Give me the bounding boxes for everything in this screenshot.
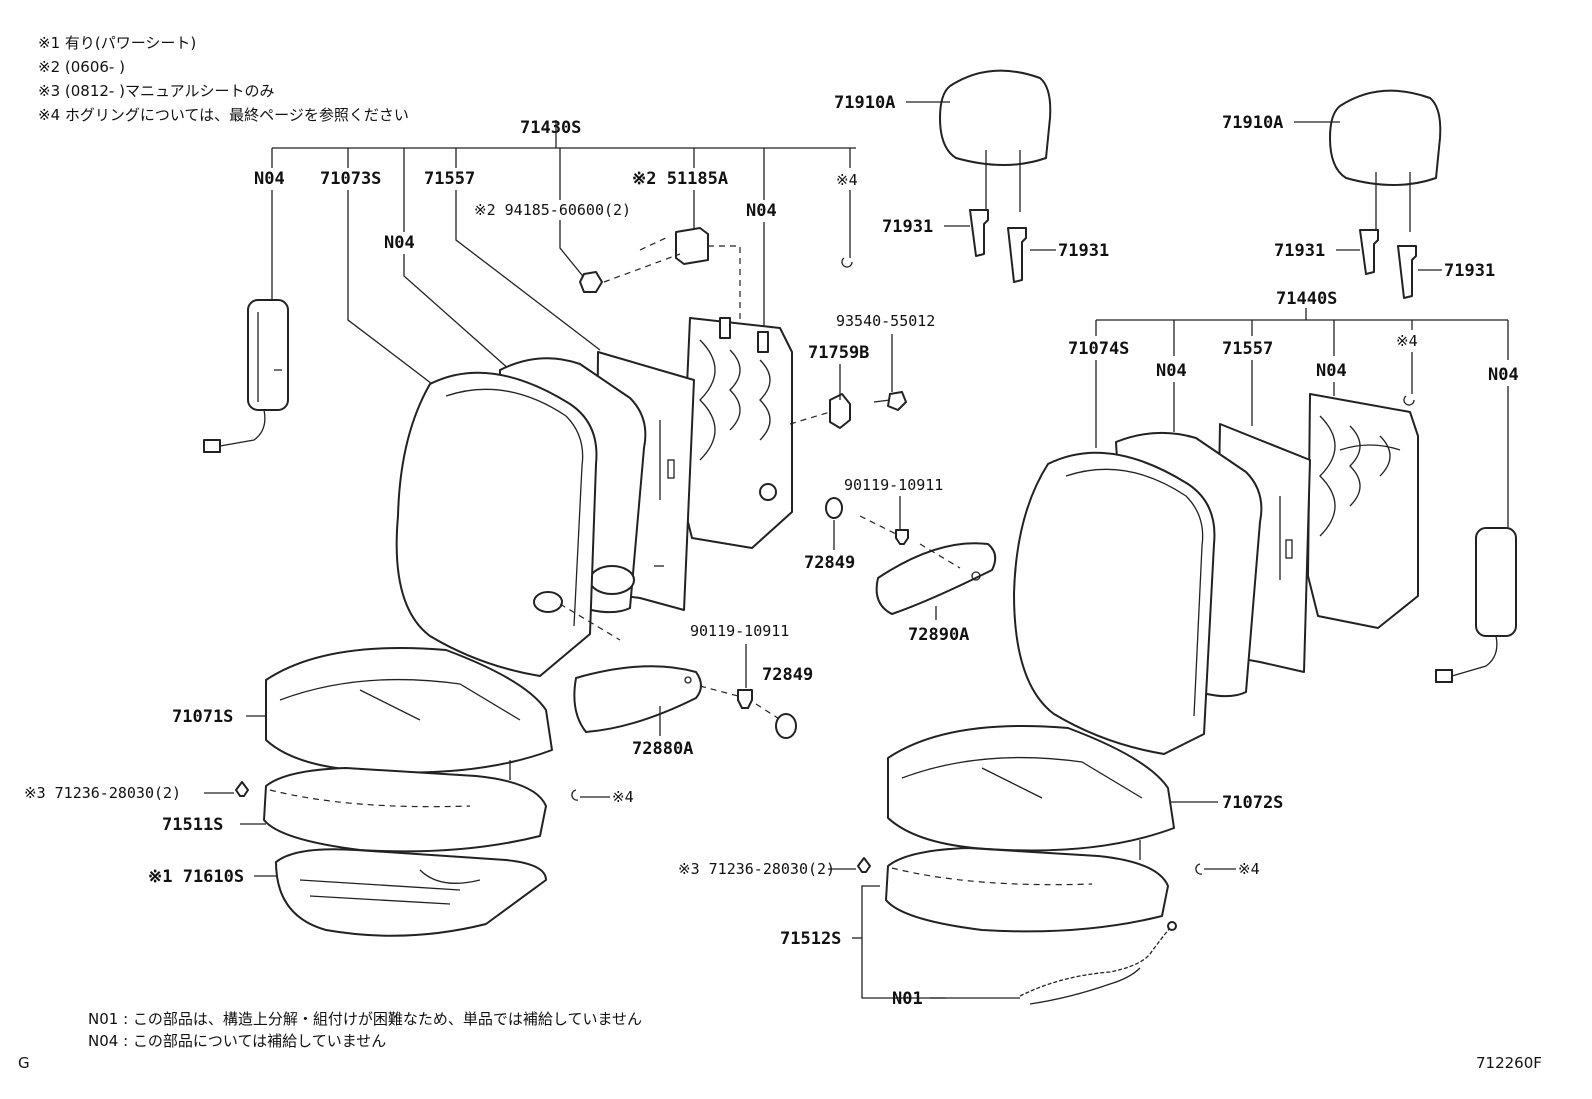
label-90119-10911-b: 90119-10911 [690,622,789,640]
clip-71236-right [857,857,871,873]
headrest-right [1329,89,1442,232]
label-ref4-a: ※4 [836,171,858,189]
label-n01: N01 [892,989,923,1009]
label-ref4-d: ※4 [1238,860,1260,878]
label-71511S: 71511S [162,815,223,835]
label-n04-b: N04 [384,233,415,253]
note-2: ※2 (0606- ) [38,58,125,76]
nut-94185 [579,271,603,293]
seatback-frame-right [1307,393,1419,629]
label-72880A: 72880A [632,739,693,759]
headrest-guide-left [969,209,1027,283]
label-71074S: 71074S [1068,339,1129,359]
label-71073S: 71073S [320,169,381,189]
cap-72849-a [825,497,843,519]
label-71512S: 71512S [780,929,841,949]
seat-track-71610S-left [275,848,547,937]
label-n04-f: N04 [1488,365,1519,385]
label-71610S: ※1 71610S [148,867,244,887]
label-71931-b: 71931 [1058,241,1109,261]
heater-wire-n01 [1019,921,1177,1005]
label-n04-e: N04 [1316,361,1347,381]
label-n04-a: N04 [254,169,285,189]
label-71236-28030-right: ※3 71236-28030(2) [678,860,835,878]
label-72890A: 72890A [908,625,969,645]
label-71430S: 71430S [520,118,581,138]
label-71557-left: 71557 [424,169,475,189]
label-71931-a: 71931 [882,217,933,237]
label-n04-d: N04 [1156,361,1187,381]
label-ref4-c: ※4 [1396,332,1418,350]
label-71440S: 71440S [1276,289,1337,309]
bolt-93540 [887,391,907,411]
screw-90119-b [737,689,753,709]
adjuster-71759B [829,393,851,429]
label-93540-55012: 93540-55012 [836,312,935,330]
footnote-n04: N04 : この部品については補給していません [88,1032,386,1050]
label-71931-d: 71931 [1444,261,1495,281]
label-71236-28030-left: ※3 71236-28030(2) [24,784,181,802]
label-n04-c: N04 [746,201,777,221]
label-72849-a: 72849 [804,553,855,573]
note-4: ※4 ホグリングについては、最終ページを参照ください [38,106,409,124]
label-ref4-b: ※4 [612,788,634,806]
label-71910A-right: 71910A [1222,113,1283,133]
seatback-frame-left [681,317,793,549]
clip-71236-left [235,781,249,797]
label-51185A: ※2 51185A [632,169,728,189]
label-71910A-left: 71910A [834,93,895,113]
seatback-cover-right [1013,451,1216,755]
label-72849-b: 72849 [762,665,813,685]
side-airbag-left [203,299,289,453]
seat-cushion-pad-left [263,767,547,853]
seat-cushion-cover-right [887,725,1175,860]
label-94185-60600: ※2 94185-60600(2) [474,201,631,219]
side-airbag-right [1435,527,1517,683]
note-3: ※3 (0812- )マニュアルシートのみ [38,82,275,100]
figure-id: 712260F [1476,1054,1542,1072]
seat-cushion-cover-left [265,647,553,780]
armrest-72890A [875,542,997,615]
cap-72849-b [775,713,797,739]
label-71931-c: 71931 [1274,241,1325,261]
screw-90119-a [895,529,909,545]
label-90119-10911-a: 90119-10911 [844,476,943,494]
armrest-72880A [573,665,702,733]
label-71072S: 71072S [1222,793,1283,813]
sensor-51185A [603,227,741,330]
label-71759B: 71759B [808,343,869,363]
footnote-n01: N01 : この部品は、構造上分解・組付けが困難なため、単品では補給していません [88,1010,642,1028]
seat-cushion-pad-right [885,847,1169,933]
seatback-cover-left [395,371,621,677]
label-71557-right: 71557 [1222,339,1273,359]
headrest-left [939,69,1052,212]
label-71071S: 71071S [172,707,233,727]
corner-letter: G [18,1054,30,1072]
note-1: ※1 有り(パワーシート) [38,34,196,52]
headrest-guide-right [1359,229,1417,299]
